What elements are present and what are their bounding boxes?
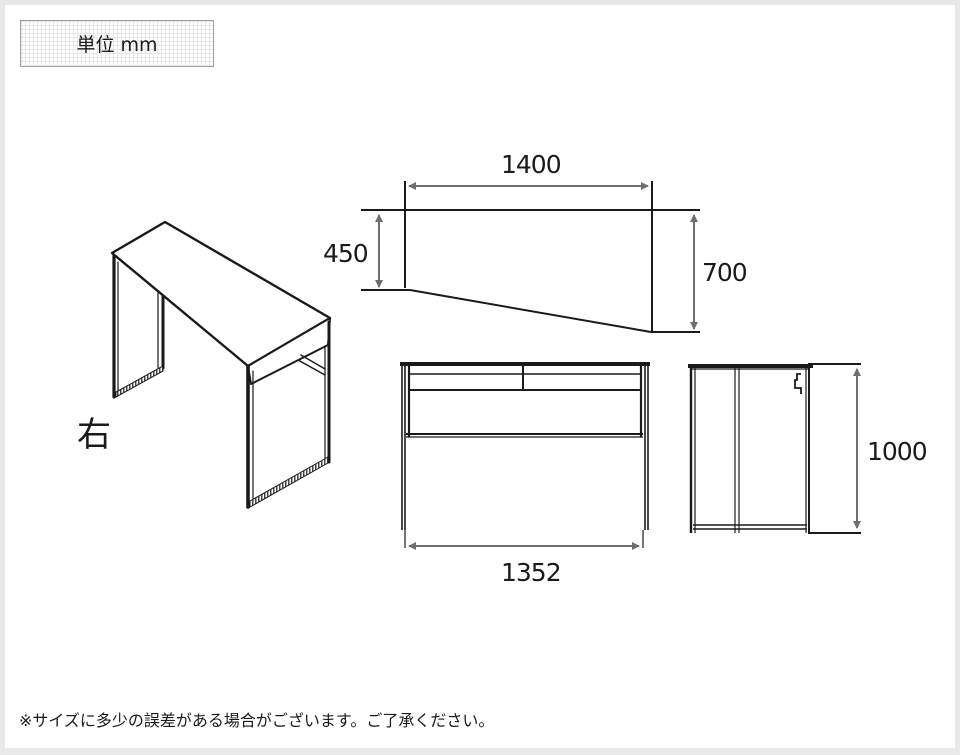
side-view <box>688 363 861 534</box>
right-side-label: 右 <box>77 415 111 455</box>
unit-label-box: 単位 mm <box>20 20 214 67</box>
dimension-drawing <box>110 181 861 550</box>
top-view <box>361 181 700 333</box>
size-tolerance-note: ※サイズに多少の誤差がある場合がございます。ご了承ください。 <box>19 711 495 730</box>
unit-label: 単位 mm <box>76 34 158 56</box>
spec-sheet: 単位 mm <box>5 5 955 748</box>
top-view-dimensions <box>375 182 698 330</box>
depth-450-label: 450 <box>323 239 369 268</box>
height-1000-label: 1000 <box>867 437 928 466</box>
depth-700-label: 700 <box>702 258 748 287</box>
front-view <box>400 362 650 548</box>
isometric-desk-view <box>110 220 332 509</box>
width-1400-label: 1400 <box>501 150 562 179</box>
inner-width-1352-label: 1352 <box>501 558 562 587</box>
